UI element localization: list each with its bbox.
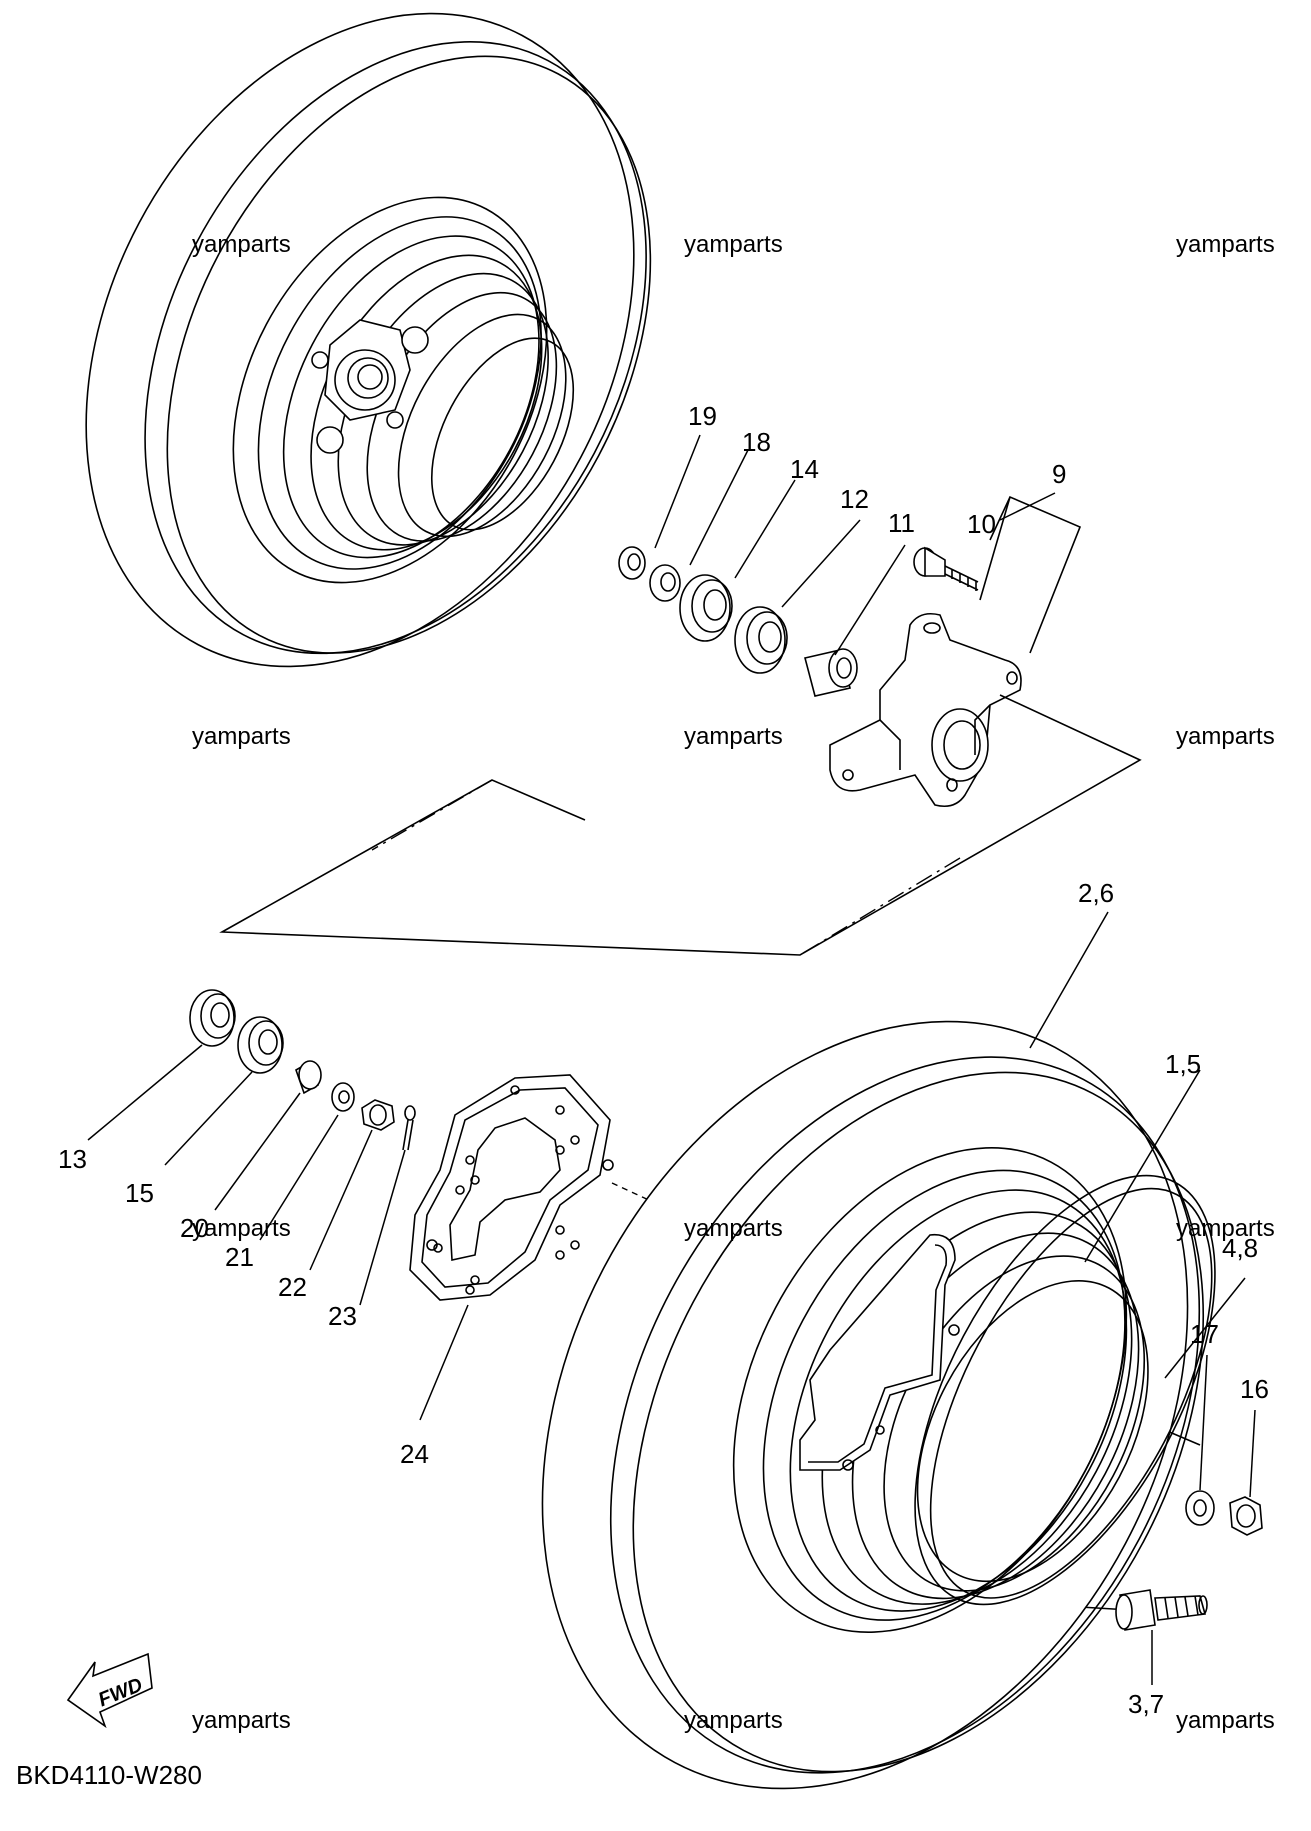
forward-direction-arrow: FWD (66, 1652, 153, 1729)
part-22-castle-nut (361, 1099, 395, 1131)
callout-13: 13 (58, 1144, 87, 1174)
callout-15: 15 (125, 1178, 154, 1208)
callout-9: 9 (1052, 459, 1066, 489)
watermark: yamparts (684, 1215, 783, 1242)
callout-17: 17 (1190, 1319, 1219, 1349)
watermark: yamparts (192, 723, 291, 750)
watermark: yamparts (1176, 231, 1275, 258)
part-3-7-valve (1115, 1589, 1208, 1631)
watermark: yamparts (192, 231, 291, 258)
part-15-bearing (237, 1016, 284, 1074)
part-13-bearing (189, 989, 236, 1047)
part-16-nut (1229, 1496, 1263, 1536)
watermark: yamparts (1176, 1215, 1275, 1242)
watermark: yamparts (1176, 723, 1275, 750)
callout-16: 16 (1240, 1374, 1269, 1404)
watermarks: yamparts yamparts yamparts yamparts yamp… (192, 231, 1275, 1734)
leader-lines (87, 434, 1256, 1685)
lower-rim-plate (799, 1233, 960, 1471)
part-19-oil-seal (618, 546, 646, 580)
part-11-collar (804, 648, 858, 697)
lower-wheel-assembly (541, 1020, 1263, 1790)
part-23-cotter-pin (402, 1105, 416, 1151)
callout-21: 21 (225, 1242, 254, 1272)
watermark: yamparts (684, 231, 783, 258)
part-20-collar (295, 1060, 322, 1095)
callout-1-5: 1,5 (1165, 1049, 1201, 1079)
watermark: yamparts (684, 1707, 783, 1734)
callout-14: 14 (790, 454, 819, 484)
upper-wheel-assembly (85, 12, 652, 668)
watermark: yamparts (1176, 1707, 1275, 1734)
part-14-bearing (679, 574, 733, 642)
callout-23: 23 (328, 1301, 357, 1331)
part-4-8-tube (914, 1174, 1216, 1606)
upper-hub (311, 319, 429, 454)
callout-12: 12 (840, 484, 869, 514)
part-21-washer (331, 1082, 355, 1112)
callout-4-8: 4,8 (1222, 1233, 1258, 1263)
callout-19: 19 (688, 401, 717, 431)
callout-22: 22 (278, 1272, 307, 1302)
callout-24: 24 (400, 1439, 429, 1469)
part-24-brake-disc (409, 1074, 614, 1301)
watermark: yamparts (192, 1215, 291, 1242)
callout-3-7: 3,7 (1128, 1689, 1164, 1719)
watermark: yamparts (684, 723, 783, 750)
watermark: yamparts (192, 1707, 291, 1734)
callout-2-6: 2,6 (1078, 878, 1114, 908)
callouts: 19 18 14 12 11 10 9 2,6 1,5 4,8 17 16 13… (58, 401, 1269, 1719)
part-17-washer (1185, 1490, 1215, 1526)
callout-10: 10 (967, 509, 996, 539)
part-18-spacer (649, 564, 681, 602)
callout-11: 11 (888, 508, 915, 538)
callout-20: 20 (180, 1213, 209, 1243)
part-10-bolt (913, 546, 979, 591)
callout-18: 18 (742, 427, 771, 457)
diagram-code: BKD4110-W280 (16, 1760, 202, 1790)
part-12-bearing (734, 606, 788, 674)
part-9-front-hub (829, 612, 1022, 808)
